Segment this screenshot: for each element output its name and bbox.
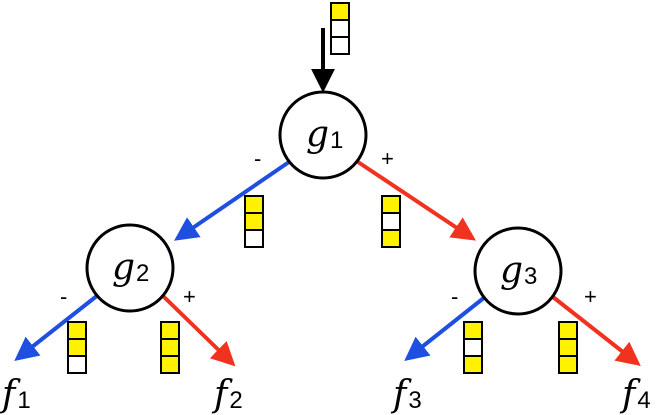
edge-g3-f3 xyxy=(404,295,487,361)
stack-cell-empty xyxy=(381,212,401,231)
sign-g3-f4: + xyxy=(584,284,597,309)
stack-cell-filled xyxy=(67,321,87,340)
stack-cell-empty xyxy=(330,36,350,55)
stack-cell-filled xyxy=(67,338,87,357)
stack-cell-empty xyxy=(330,19,350,38)
stack-cell-empty xyxy=(463,338,483,357)
stack-cell-filled xyxy=(160,355,180,374)
stack-g2-f1 xyxy=(67,321,87,374)
stack-cell-filled xyxy=(160,321,180,340)
stack-cell-filled xyxy=(558,355,578,374)
leaf-f1-label: f1 xyxy=(0,374,31,415)
edge-g2-f1 xyxy=(14,293,100,361)
stack-cell-filled xyxy=(558,338,578,357)
stack-g1-g2 xyxy=(244,195,264,248)
stack-g3-f4 xyxy=(558,321,578,374)
stack-cell-empty xyxy=(67,355,87,374)
stack-cell-filled xyxy=(244,195,264,214)
stack-cell-empty xyxy=(244,229,264,248)
stack-cell-filled xyxy=(160,338,180,357)
node-g3-label: g3 xyxy=(500,250,537,291)
node-g2: g2 xyxy=(85,223,175,313)
node-g3: g3 xyxy=(473,226,563,316)
leaf-f4-label: f4 xyxy=(619,374,651,415)
sign-g1-g2: - xyxy=(254,146,261,171)
sign-g2-f1: - xyxy=(60,284,67,309)
sign-g1-g3: + xyxy=(381,146,394,171)
edge-g3-f4 xyxy=(551,295,641,366)
stack-cell-filled xyxy=(244,212,264,231)
sign-g3-f3: - xyxy=(451,284,458,309)
stack-g3-f3 xyxy=(463,321,483,374)
stack-cell-filled xyxy=(381,195,401,214)
leaf-f3-label: f3 xyxy=(390,374,422,415)
stack-cell-filled xyxy=(558,321,578,340)
edge-g1-g2 xyxy=(174,160,291,241)
stack-cell-filled xyxy=(381,229,401,248)
stack-cell-filled xyxy=(330,2,350,21)
node-g1: g1 xyxy=(278,90,368,180)
stack-g2-f2 xyxy=(160,321,180,374)
sign-g2-f2: + xyxy=(183,284,196,309)
edge-g2-f2 xyxy=(160,293,236,367)
stack-cell-filled xyxy=(463,321,483,340)
stack-cell-filled xyxy=(463,355,483,374)
node-g2-label: g2 xyxy=(112,247,149,288)
leaf-f2-label: f2 xyxy=(211,374,243,415)
stack-input xyxy=(330,2,350,55)
edge-g1-g3 xyxy=(356,160,476,241)
stack-g1-g3 xyxy=(381,195,401,248)
node-g1-label: g1 xyxy=(306,114,343,155)
